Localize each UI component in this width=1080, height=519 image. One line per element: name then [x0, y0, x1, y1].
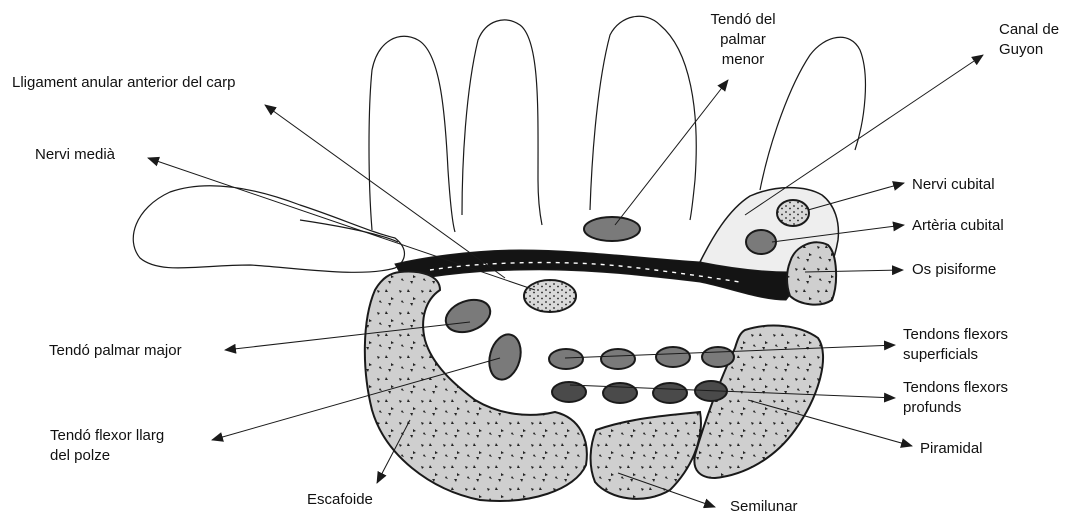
tendo-palmar-major-shape	[441, 294, 494, 338]
label-tendons-flexors-superficials: Tendons flexors superficials	[903, 325, 1008, 365]
label-canal-guyon-line1: Canal de	[999, 20, 1059, 40]
label-canal-guyon: Canal de Guyon	[999, 20, 1059, 60]
flexor-superficial-2	[601, 349, 635, 369]
flexor-profund-3	[653, 383, 687, 403]
label-arteria-cubital: Artèria cubital	[912, 216, 1004, 236]
label-tendo-flexor-llarg-line2: del polze	[50, 446, 164, 466]
pointer-tendo-palmar-menor	[615, 80, 728, 225]
label-tendo-palmar-menor: Tendó del palmar menor	[700, 10, 786, 70]
label-lligament-anular: Lligament anular anterior del carp	[12, 73, 235, 93]
flexor-superficial-3	[656, 347, 690, 367]
label-tendo-palmar-menor-line1: Tendó del	[700, 10, 786, 30]
label-tendons-flexors-profunds: Tendons flexors profunds	[903, 378, 1008, 418]
tendo-palmar-menor-shape	[584, 217, 640, 241]
finger-middle-outline	[462, 20, 542, 225]
semilunar-bone	[591, 412, 701, 499]
pointer-tendo-palmar-major	[225, 322, 470, 350]
label-tendo-palmar-major: Tendó palmar major	[49, 341, 182, 361]
os-pisiforme-bone	[787, 242, 836, 304]
arteria-cubital-shape	[746, 230, 776, 254]
label-os-pisiforme: Os pisiforme	[912, 260, 996, 280]
label-nervi-cubital: Nervi cubital	[912, 175, 995, 195]
flexor-superficial-4	[702, 347, 734, 367]
nervi-cubital-shape	[777, 200, 809, 226]
label-semilunar: Semilunar	[730, 497, 798, 517]
label-nervi-media: Nervi medià	[35, 145, 115, 165]
label-tendons-profunds-line2: profunds	[903, 398, 1008, 418]
label-escafoide: Escafoide	[307, 490, 373, 510]
flexor-profund-2	[603, 383, 637, 403]
label-tendo-palmar-menor-line2: palmar	[700, 30, 786, 50]
label-tendo-flexor-llarg-line1: Tendó flexor llarg	[50, 426, 164, 446]
label-tendo-palmar-menor-line3: menor	[700, 50, 786, 70]
pointer-lligament	[265, 105, 505, 278]
label-tendons-superficials-line1: Tendons flexors	[903, 325, 1008, 345]
label-tendons-superficials-line2: superficials	[903, 345, 1008, 365]
label-canal-guyon-line2: Guyon	[999, 40, 1059, 60]
label-piramidal: Piramidal	[920, 439, 983, 459]
finger-index-outline	[369, 36, 455, 232]
flexor-superficial-1	[549, 349, 583, 369]
label-tendo-flexor-llarg: Tendó flexor llarg del polze	[50, 426, 164, 466]
pointer-nervi-media	[148, 158, 535, 290]
tendo-flexor-llarg-shape	[485, 331, 526, 383]
label-tendons-profunds-line1: Tendons flexors	[903, 378, 1008, 398]
nervi-media-shape	[524, 280, 576, 312]
